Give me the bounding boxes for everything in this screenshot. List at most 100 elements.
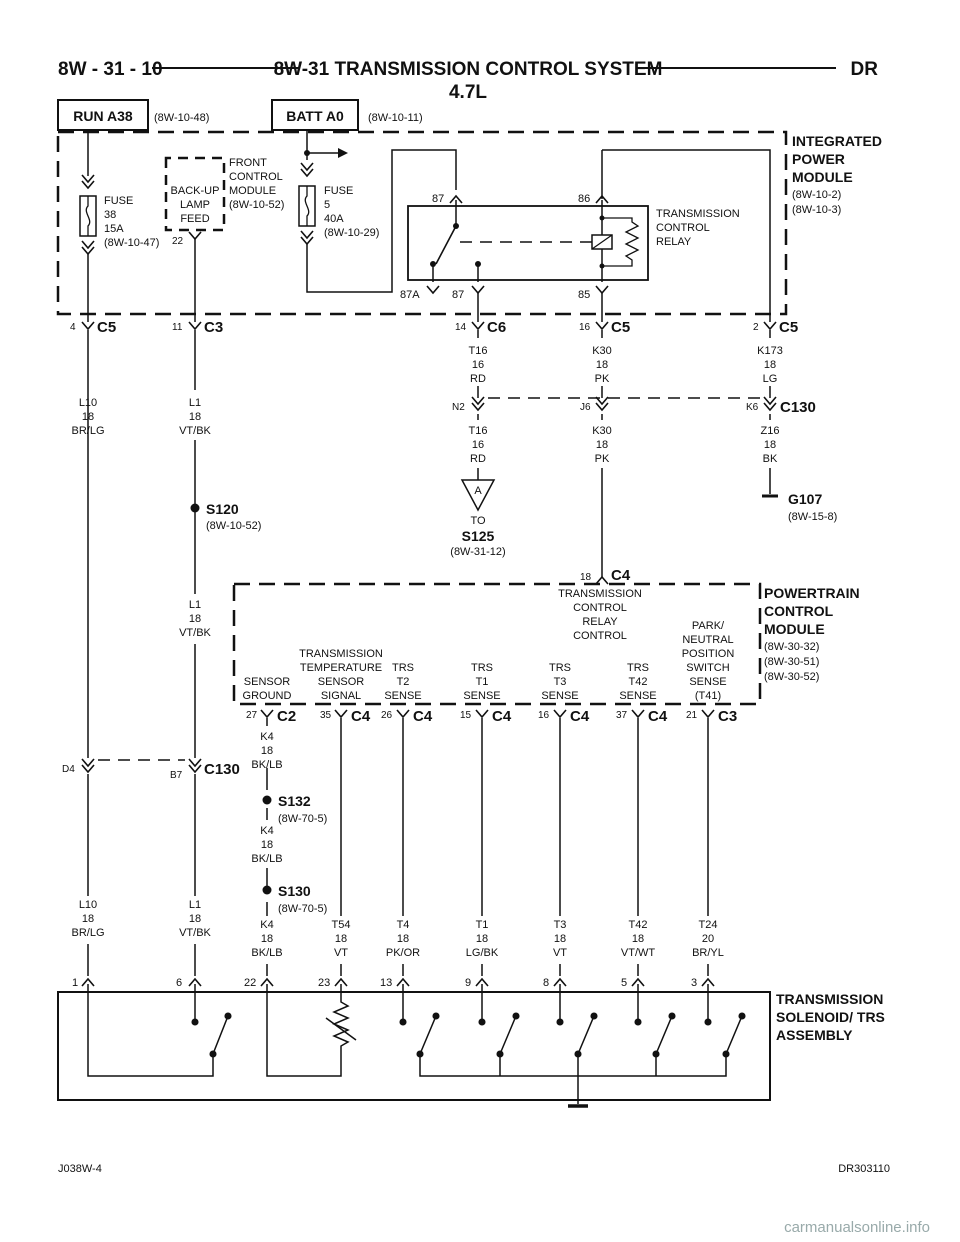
svg-text:TRANSMISSION: TRANSMISSION xyxy=(656,208,740,220)
svg-text:VT: VT xyxy=(334,947,348,959)
relay-pin-86: 86 xyxy=(578,193,590,205)
to-label: TO xyxy=(470,515,486,527)
svg-text:T16: T16 xyxy=(469,345,488,357)
svg-text:14: 14 xyxy=(455,322,467,333)
svg-text:L1: L1 xyxy=(189,397,201,409)
footer-left: J038W-4 xyxy=(58,1163,102,1175)
splice-s132-icon xyxy=(262,795,272,805)
svg-text:16: 16 xyxy=(472,439,484,451)
svg-text:VT/BK: VT/BK xyxy=(179,425,211,437)
batt-a0-box xyxy=(271,99,359,131)
svg-text:FRONT: FRONT xyxy=(229,157,267,169)
svg-text:J6: J6 xyxy=(580,402,591,413)
fcm-box xyxy=(164,156,226,232)
svg-text:18: 18 xyxy=(82,913,94,925)
svg-text:C6: C6 xyxy=(487,319,506,336)
pcm-box xyxy=(232,582,762,706)
svg-text:C2: C2 xyxy=(277,708,296,725)
svg-text:40A: 40A xyxy=(324,213,344,225)
svg-text:POWER: POWER xyxy=(792,151,845,167)
svg-text:8: 8 xyxy=(543,977,549,989)
svg-text:MODULE: MODULE xyxy=(229,185,276,197)
svg-text:BR/LG: BR/LG xyxy=(71,425,104,437)
svg-text:13: 13 xyxy=(380,977,392,989)
svg-text:T3: T3 xyxy=(554,676,567,688)
svg-text:POSITION: POSITION xyxy=(682,648,735,660)
svg-text:C5: C5 xyxy=(611,319,630,336)
wire-k4-mid: K4 18 BK/LB xyxy=(251,825,282,865)
svg-text:T3: T3 xyxy=(554,919,567,931)
svg-text:18: 18 xyxy=(632,933,644,945)
svg-text:RELAY: RELAY xyxy=(582,616,618,628)
svg-text:K4: K4 xyxy=(260,919,273,931)
pcm-pin-labels: SENSOR GROUND TRANSMISSION TEMPERATURE S… xyxy=(243,620,735,702)
relay-pin-87-bottom: 87 xyxy=(452,289,464,301)
svg-text:18: 18 xyxy=(261,745,273,757)
svg-text:BR/LG: BR/LG xyxy=(71,927,104,939)
svg-text:T24: T24 xyxy=(699,919,718,931)
svg-text:N2: N2 xyxy=(452,402,465,413)
g107-ref: (8W-15-8) xyxy=(788,511,837,523)
svg-text:BK/LB: BK/LB xyxy=(251,759,282,771)
s130-name: S130 xyxy=(278,883,311,899)
svg-text:SENSE: SENSE xyxy=(619,690,656,702)
svg-text:LG/BK: LG/BK xyxy=(466,947,499,959)
svg-text:RD: RD xyxy=(470,373,486,385)
tsa-box xyxy=(57,991,771,1101)
wire-labels-bottom: L10 18 BR/LG L1 18 VT/BK K4 18 BK/LB T54… xyxy=(66,896,730,962)
batt-a0-label: BATT A0 xyxy=(286,108,344,124)
svg-text:VT: VT xyxy=(553,947,567,959)
svg-text:SENSE: SENSE xyxy=(384,690,421,702)
svg-text:K30: K30 xyxy=(592,345,612,357)
svg-text:SENSE: SENSE xyxy=(541,690,578,702)
svg-text:C3: C3 xyxy=(204,319,223,336)
svg-text:CONTROL: CONTROL xyxy=(229,171,283,183)
svg-text:K30: K30 xyxy=(592,425,612,437)
relay-pin-87-top: 87 xyxy=(432,193,444,205)
run-a38-ref: (8W-10-48) xyxy=(154,112,209,124)
svg-text:18: 18 xyxy=(189,411,201,423)
svg-text:18: 18 xyxy=(261,933,273,945)
svg-text:L10: L10 xyxy=(79,899,97,911)
svg-text:PK: PK xyxy=(595,373,610,385)
svg-text:C5: C5 xyxy=(97,319,116,336)
svg-text:Z16: Z16 xyxy=(761,425,780,437)
svg-text:K6: K6 xyxy=(746,402,759,413)
footer-right: DR303110 xyxy=(838,1163,890,1175)
svg-text:C4: C4 xyxy=(351,708,371,725)
svg-text:B7: B7 xyxy=(170,770,183,781)
svg-text:SIGNAL: SIGNAL xyxy=(321,690,361,702)
svg-text:20: 20 xyxy=(702,933,714,945)
svg-text:(T41): (T41) xyxy=(695,690,721,702)
svg-text:PK: PK xyxy=(595,453,610,465)
c130-lower: D4 B7 C130 xyxy=(62,758,240,781)
svg-text:POWERTRAIN: POWERTRAIN xyxy=(764,585,860,601)
temperature-sensor-icon xyxy=(332,984,350,1060)
svg-text:C4: C4 xyxy=(413,708,433,725)
header-title: 8W-31 TRANSMISSION CONTROL SYSTEM xyxy=(274,59,663,80)
svg-text:18: 18 xyxy=(764,359,776,371)
svg-text:18: 18 xyxy=(764,439,776,451)
svg-text:SENSE: SENSE xyxy=(463,690,500,702)
svg-text:TRS: TRS xyxy=(471,662,493,674)
s125-ref: (8W-31-12) xyxy=(450,546,505,558)
svg-text:CONTROL: CONTROL xyxy=(573,630,627,642)
svg-text:3: 3 xyxy=(691,977,697,989)
svg-text:18: 18 xyxy=(596,359,608,371)
svg-text:18: 18 xyxy=(82,411,94,423)
fcm-label: FRONT CONTROL MODULE (8W-10-52) xyxy=(229,157,284,211)
svg-text:FUSE: FUSE xyxy=(104,195,133,207)
svg-text:22: 22 xyxy=(244,977,256,989)
svg-text:FEED: FEED xyxy=(180,213,209,225)
arrow-right-icon xyxy=(338,148,348,158)
svg-text:CONTROL: CONTROL xyxy=(764,603,834,619)
svg-text:C4: C4 xyxy=(492,708,512,725)
svg-text:TRS: TRS xyxy=(627,662,649,674)
c130-upper: N2 J6 K6 C130 xyxy=(452,396,816,416)
svg-text:C4: C4 xyxy=(570,708,590,725)
svg-text:FUSE: FUSE xyxy=(324,185,353,197)
svg-text:T42: T42 xyxy=(629,676,648,688)
svg-text:LAMP: LAMP xyxy=(180,199,210,211)
svg-text:BK: BK xyxy=(763,453,778,465)
svg-text:23: 23 xyxy=(318,977,330,989)
